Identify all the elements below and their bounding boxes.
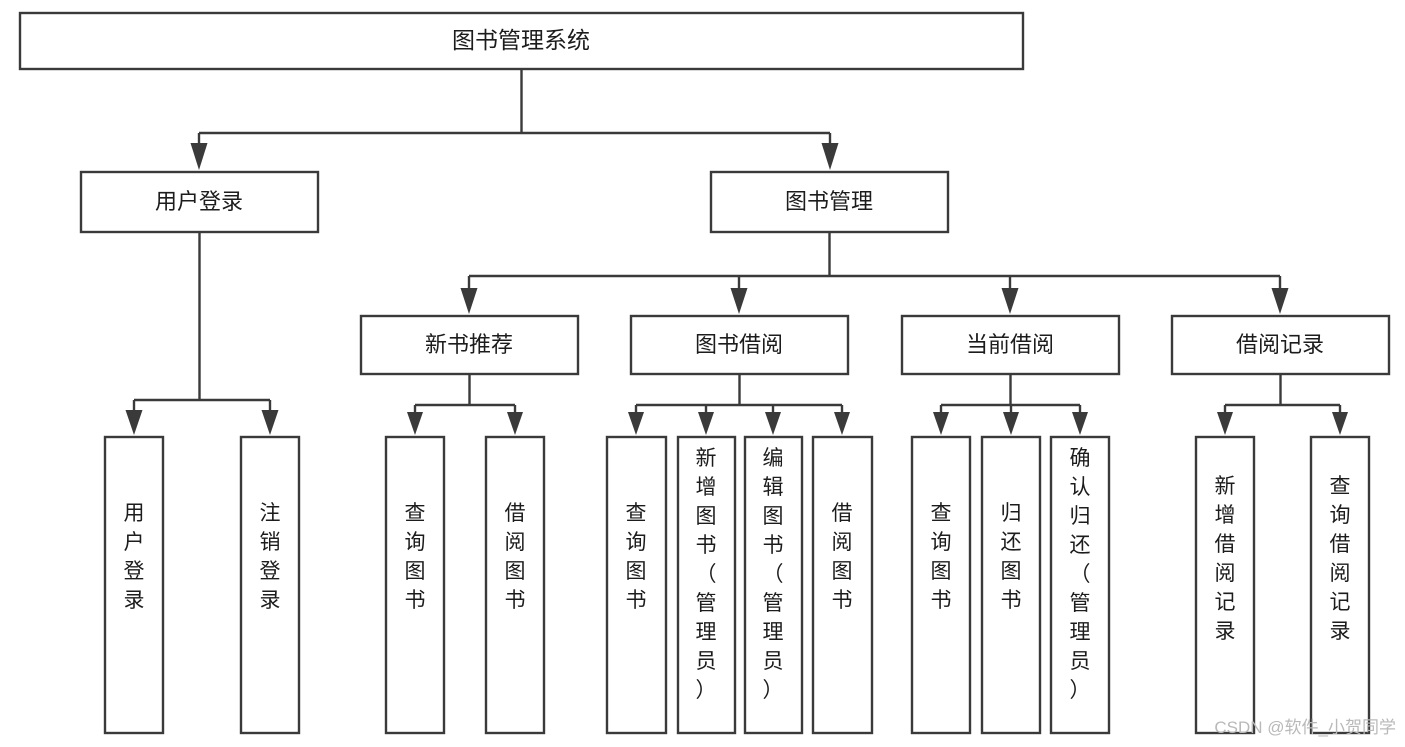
node-book-management[interactable]: 图书管理: [709, 170, 950, 234]
arrowhead-current-confirm: [1072, 412, 1088, 435]
node-current-borrow[interactable]: 当前借阅: [900, 314, 1121, 376]
records-add-record-label: 新增借阅记录: [1215, 475, 1236, 643]
arrowhead-recommend-query: [407, 412, 423, 435]
arrowhead-new-book-recommend: [460, 288, 478, 314]
csdn-watermark: CSDN @软件_小贺同学: [1214, 718, 1396, 737]
current-return-book-label: 归还图书: [1001, 502, 1022, 612]
user-login-label: 用户登录: [155, 189, 243, 214]
node-new-book-recommend[interactable]: 新书推荐: [359, 314, 580, 376]
borrow-query-book-box[interactable]: [605, 435, 668, 735]
borrow-records-box[interactable]: [1170, 314, 1391, 376]
arrowhead-user-login-leaf: [125, 410, 143, 435]
book-borrow-label: 图书借阅: [695, 332, 783, 357]
records-query-record-box[interactable]: [1309, 435, 1371, 735]
node-borrow-add-book[interactable]: 新增图书（管理员）: [676, 435, 737, 735]
node-borrow-borrow-book[interactable]: 借阅图书: [811, 435, 874, 735]
current-query-book-box[interactable]: [910, 435, 972, 735]
node-user-login-logout[interactable]: 注销登录: [239, 435, 301, 735]
recommend-borrow-book-label: 借阅图书: [505, 502, 526, 612]
new-book-recommend-box[interactable]: [359, 314, 580, 376]
arrowhead-current-query: [933, 412, 949, 435]
arrowhead-user-login: [190, 143, 208, 170]
node-records-add-record[interactable]: 新增借阅记录: [1194, 435, 1256, 735]
borrow-query-book-label: 查询图书: [626, 502, 647, 612]
borrow-borrow-book-box[interactable]: [811, 435, 874, 735]
current-confirm-return-box[interactable]: [1049, 435, 1111, 735]
current-borrow-label: 当前借阅: [966, 332, 1054, 357]
connector-layer: [125, 69, 1348, 435]
node-records-query-record[interactable]: 查询借阅记录: [1309, 435, 1371, 735]
book-management-label: 图书管理: [785, 189, 873, 214]
borrow-add-book-box[interactable]: [676, 435, 737, 735]
borrow-borrow-book-label: 借阅图书: [832, 502, 853, 612]
book-borrow-box[interactable]: [629, 314, 850, 376]
node-borrow-records[interactable]: 借阅记录: [1170, 314, 1391, 376]
current-return-book-box[interactable]: [980, 435, 1042, 735]
recommend-borrow-book-box[interactable]: [484, 435, 546, 735]
recommend-query-book-box[interactable]: [384, 435, 446, 735]
user-login-box[interactable]: [79, 170, 320, 234]
arrowhead-book-management: [821, 143, 839, 170]
arrowhead-logout-leaf: [261, 410, 279, 435]
user-login-login-box[interactable]: [103, 435, 165, 735]
node-borrow-edit-book[interactable]: 编辑图书（管理员）: [743, 435, 804, 735]
root-label: 图书管理系统: [452, 27, 590, 53]
borrow-edit-book-label: 编辑图书（管理员）: [763, 447, 784, 702]
user-login-logout-label: 注销登录: [260, 502, 281, 612]
arrowhead-borrow-edit: [765, 412, 781, 435]
node-current-return-book[interactable]: 归还图书: [980, 435, 1042, 735]
node-current-confirm-return[interactable]: 确认归还（管理员）: [1049, 435, 1111, 735]
user-login-logout-box[interactable]: [239, 435, 301, 735]
arrowhead-book-borrow: [730, 288, 748, 314]
borrow-records-label: 借阅记录: [1236, 332, 1324, 357]
arrowhead-borrow-query: [628, 412, 644, 435]
node-borrow-query-book[interactable]: 查询图书: [605, 435, 668, 735]
arrowhead-records-add: [1217, 412, 1233, 435]
arrowhead-borrow-records: [1271, 288, 1289, 314]
arrowhead-borrow-add: [698, 412, 714, 435]
current-query-book-label: 查询图书: [931, 502, 952, 612]
recommend-query-book-label: 查询图书: [405, 502, 426, 612]
node-user-login-login[interactable]: 用户登录: [103, 435, 165, 735]
new-book-recommend-label: 新书推荐: [425, 332, 513, 357]
current-confirm-return-label: 确认归还（管理员）: [1070, 447, 1091, 702]
user-login-login-label: 用户登录: [124, 502, 145, 612]
arrowhead-recommend-borrow: [507, 412, 523, 435]
arrowhead-current-return: [1003, 412, 1019, 435]
node-book-borrow[interactable]: 图书借阅: [629, 314, 850, 376]
node-current-query-book[interactable]: 查询图书: [910, 435, 972, 735]
current-borrow-box[interactable]: [900, 314, 1121, 376]
arrowhead-borrow-borrow: [834, 412, 850, 435]
node-user-login[interactable]: 用户登录: [79, 170, 320, 234]
arrowhead-records-query: [1332, 412, 1348, 435]
root-box[interactable]: [18, 11, 1025, 71]
records-query-record-label: 查询借阅记录: [1330, 475, 1351, 643]
book-management-box[interactable]: [709, 170, 950, 234]
records-add-record-box[interactable]: [1194, 435, 1256, 735]
node-root[interactable]: 图书管理系统: [18, 11, 1025, 71]
borrow-add-book-label: 新增图书（管理员）: [696, 447, 717, 702]
node-recommend-query-book[interactable]: 查询图书: [384, 435, 446, 735]
arrowhead-current-borrow: [1001, 288, 1019, 314]
borrow-edit-book-box[interactable]: [743, 435, 804, 735]
node-recommend-borrow-book[interactable]: 借阅图书: [484, 435, 546, 735]
